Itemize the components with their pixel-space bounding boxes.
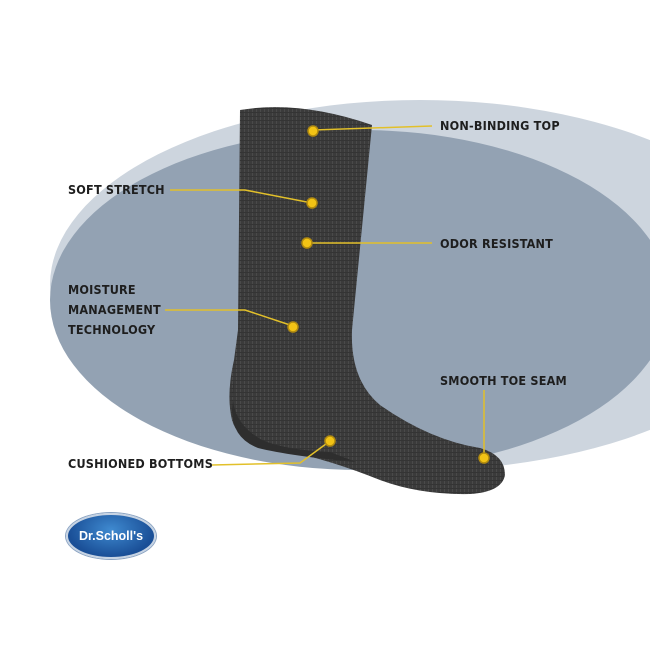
dot-odor-resistant <box>301 237 313 249</box>
label-soft-stretch: SOFT STRETCH <box>68 182 165 197</box>
dr-scholls-logo: Dr.Scholl's <box>66 513 156 559</box>
callout-lines <box>165 125 485 466</box>
dot-moisture <box>287 321 299 333</box>
label-smooth-toe-seam: SMOOTH TOE SEAM <box>440 373 567 388</box>
label-odor-resistant: ODOR RESISTANT <box>440 236 554 251</box>
label-moisture-line1: MOISTURE <box>68 282 136 297</box>
label-moisture-line3: TECHNOLOGY <box>68 322 156 337</box>
label-cushioned-bottoms: CUSHIONED BOTTOMS <box>68 456 213 471</box>
dot-non-binding-top <box>307 125 319 137</box>
callout-dots <box>287 125 490 464</box>
label-moisture: MOISTURE MANAGEMENT TECHNOLOGY <box>68 280 161 340</box>
dot-cushioned <box>324 435 336 447</box>
dot-toe-seam <box>478 452 490 464</box>
label-moisture-line2: MANAGEMENT <box>68 302 161 317</box>
sock <box>229 107 505 495</box>
label-non-binding-top: NON-BINDING TOP <box>440 118 560 133</box>
dot-soft-stretch <box>306 197 318 209</box>
